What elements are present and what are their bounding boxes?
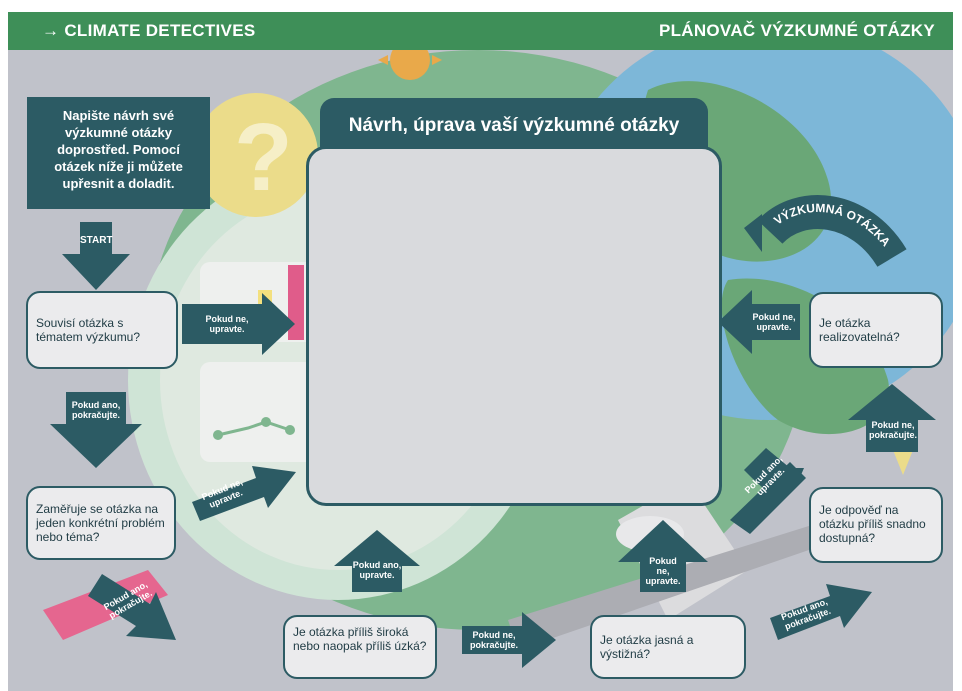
question-text: Je otázka příliš široká nebo naopak příl… — [293, 625, 427, 653]
arrow-q4-right — [770, 584, 872, 640]
arrow-label-q4-up: Pokud ne, upravte. — [645, 556, 681, 586]
question-box-availability: Je odpověď na otázku příliš snadno dostu… — [809, 487, 943, 563]
arrow-q6-up — [848, 384, 936, 452]
question-text: Je otázka realizovatelná? — [819, 316, 900, 344]
instruction-box: Napište návrh své výzkumné otázky dopros… — [27, 97, 210, 209]
arrow-q3-up — [334, 530, 420, 592]
brand-title: → CLIMATE DETECTIVES — [42, 21, 256, 40]
question-text: Je otázka jasná a výstižná? — [600, 633, 694, 661]
question-box-clarity: Je otázka jasná a výstižná? — [590, 615, 746, 679]
line-chart-card — [200, 362, 320, 462]
curved-arrow — [757, 195, 907, 268]
arrow-q2-down — [88, 574, 176, 640]
arrow-q2-right — [192, 466, 296, 521]
arrow-label-q1-down: Pokud ano, pokračujte. — [71, 400, 121, 420]
arrow-q4-up — [618, 520, 708, 592]
arrow-q3-right — [462, 612, 556, 668]
start-arrow — [62, 222, 130, 290]
question-box-relevance: Souvisí otázka s tématem výzkumu? — [26, 291, 178, 369]
question-text: Zaměřuje se otázka na jeden konkrétní pr… — [36, 502, 165, 544]
question-box-scope: Je otázka příliš široká nebo naopak příl… — [283, 615, 437, 679]
arrow-label-q1-right: Pokud ne, upravte. — [205, 314, 249, 334]
arrow-q1-right — [182, 293, 295, 355]
arrow-label-q3-right: Pokud ne, pokračujte. — [469, 630, 518, 650]
question-box-feasibility: Je otázka realizovatelná? — [809, 292, 943, 368]
svg-text:?: ? — [234, 104, 293, 211]
arrow-label-q6-up: Pokud ne, pokračujte. — [868, 420, 917, 440]
worksheet-title: PLÁNOVAČ VÝZKUMNÉ OTÁZKY — [658, 21, 935, 40]
question-bubble — [194, 93, 318, 217]
sun-icon — [390, 50, 430, 80]
main-panel-title: Návrh, úprava vaší výzkumné otázky — [348, 115, 680, 136]
research-question-workspace[interactable] — [306, 146, 722, 506]
header-bar: → CLIMATE DETECTIVES PLÁNOVAČ VÝZKUMNÉ O… — [8, 12, 953, 50]
start-label: START — [80, 235, 113, 246]
arrow-q1-down — [50, 392, 142, 468]
arrow-q5-left — [718, 290, 800, 354]
question-box-focus: Zaměřuje se otázka na jeden konkrétní pr… — [26, 486, 176, 560]
arrow-label-q5-left: Pokud ne, upravte. — [752, 312, 796, 332]
question-text: Souvisí otázka s tématem výzkumu? — [36, 316, 141, 344]
question-text: Je odpověď na otázku příliš snadno dostu… — [819, 503, 926, 545]
arrow-label-q3-up: Pokud ano, upravte. — [352, 560, 402, 580]
